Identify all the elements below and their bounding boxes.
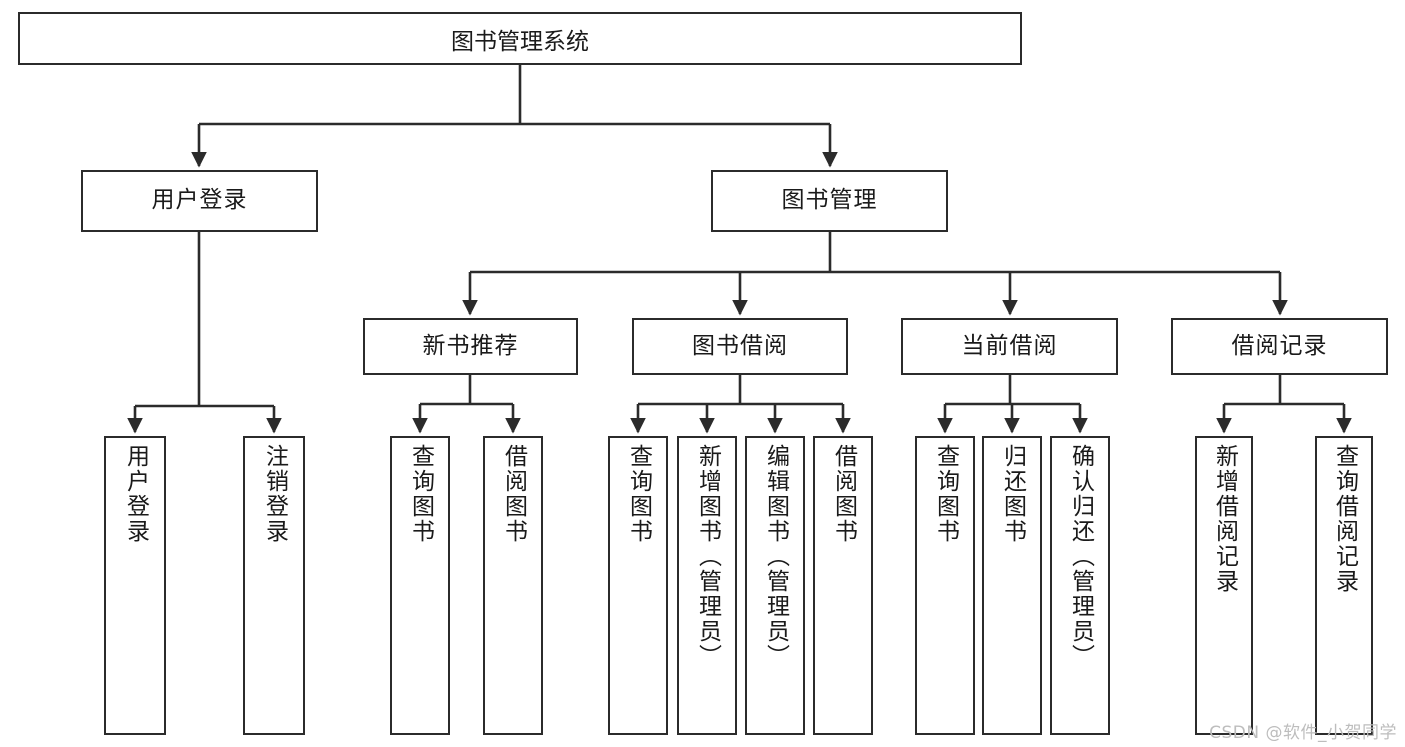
node-label: 当前借阅 xyxy=(961,332,1058,359)
node-user-login[interactable]: 用户登录 xyxy=(81,170,318,232)
node-label: 查询图书 xyxy=(407,444,434,544)
node-root-system[interactable]: 图书管理系统 xyxy=(18,12,1022,65)
node-label: 查询图书 xyxy=(625,444,652,544)
node-label: 图书管理系统 xyxy=(451,28,589,55)
node-label: 用户登录 xyxy=(122,444,149,544)
leaf-borrow-book[interactable]: 借阅图书 xyxy=(813,436,873,735)
leaf-logout[interactable]: 注销登录 xyxy=(243,436,305,735)
leaf-borrow-book-recommend[interactable]: 借阅图书 xyxy=(483,436,543,735)
leaf-query-book-current[interactable]: 查询图书 xyxy=(915,436,975,735)
leaf-query-book-recommend[interactable]: 查询图书 xyxy=(390,436,450,735)
node-book-management[interactable]: 图书管理 xyxy=(711,170,948,232)
node-label: 确认归还（管理员） xyxy=(1067,444,1094,669)
node-label: 编辑图书（管理员） xyxy=(762,444,789,669)
node-label: 注销登录 xyxy=(261,444,288,544)
node-label: 用户登录 xyxy=(151,187,248,214)
leaf-confirm-return-admin[interactable]: 确认归还（管理员） xyxy=(1050,436,1110,735)
leaf-user-login[interactable]: 用户登录 xyxy=(104,436,166,735)
node-borrow-record[interactable]: 借阅记录 xyxy=(1171,318,1388,375)
node-book-borrow[interactable]: 图书借阅 xyxy=(632,318,848,375)
node-current-borrow[interactable]: 当前借阅 xyxy=(901,318,1118,375)
csdn-watermark: CSDN @软件_小贺同学 xyxy=(1209,723,1397,743)
node-label: 图书借阅 xyxy=(692,332,788,359)
node-label: 图书管理 xyxy=(781,187,878,214)
node-new-book-recommend[interactable]: 新书推荐 xyxy=(363,318,578,375)
node-label: 新增借阅记录 xyxy=(1211,444,1238,594)
leaf-add-borrow-record[interactable]: 新增借阅记录 xyxy=(1195,436,1253,735)
leaf-edit-book-admin[interactable]: 编辑图书（管理员） xyxy=(745,436,805,735)
node-label: 新增图书（管理员） xyxy=(694,444,721,669)
leaf-return-book[interactable]: 归还图书 xyxy=(982,436,1042,735)
node-label: 查询图书 xyxy=(932,444,959,544)
leaf-query-borrow-record[interactable]: 查询借阅记录 xyxy=(1315,436,1373,735)
node-label: 归还图书 xyxy=(999,444,1026,544)
leaf-query-book-borrow[interactable]: 查询图书 xyxy=(608,436,668,735)
leaf-add-book-admin[interactable]: 新增图书（管理员） xyxy=(677,436,737,735)
node-label: 借阅图书 xyxy=(500,444,527,544)
node-label: 新书推荐 xyxy=(422,332,519,359)
node-label: 查询借阅记录 xyxy=(1331,444,1358,594)
node-label: 借阅记录 xyxy=(1231,332,1328,359)
node-label: 借阅图书 xyxy=(830,444,857,544)
